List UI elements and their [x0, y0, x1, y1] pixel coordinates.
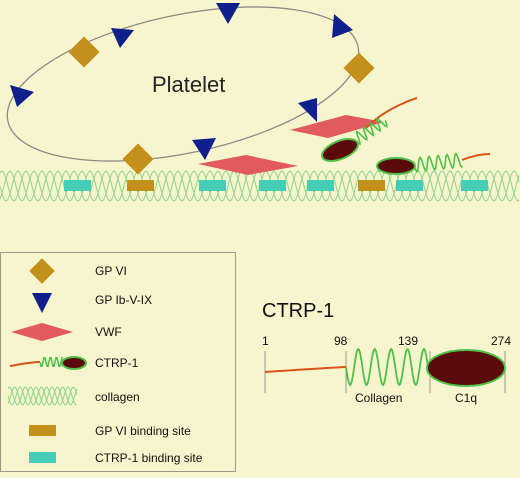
ctrp1-binding-site	[64, 180, 91, 191]
ctrp1-binding-site	[396, 180, 423, 191]
ctrp1-head	[321, 138, 359, 162]
ctrp1-c1q-domain	[426, 349, 506, 387]
ctrp1-molecule	[321, 97, 418, 162]
legend-label: GP VI binding site	[95, 424, 191, 438]
vwf-molecule	[290, 115, 384, 138]
ctrp1-helix	[354, 117, 388, 146]
legend-label: collagen	[95, 390, 140, 404]
gpib-receptors	[10, 3, 353, 160]
legend-box	[0, 252, 236, 472]
gpib-receptor	[111, 28, 134, 48]
legend-gpib-icon	[32, 293, 52, 313]
legend-label: GP Ib-V-IX	[95, 293, 152, 307]
position-label: 139	[398, 334, 418, 348]
gpvi-binding-site	[358, 180, 385, 191]
legend-vwf-icon	[11, 323, 73, 341]
platelet-outline	[6, 6, 360, 162]
ctrp1-domain-map: CTRP-1 1 98 139 274 Collagen C1q	[262, 300, 511, 405]
legend: GP VI GP Ib-V-IX VWF CTRP-1 collagen GP …	[7, 258, 203, 465]
gpib-receptor	[192, 138, 216, 160]
ctrp1-binding-site	[461, 180, 488, 191]
vwf-molecule	[198, 155, 298, 175]
position-label: 1	[262, 334, 269, 348]
legend-ctrp1-icon	[9, 356, 87, 370]
legend-ctrp1-site-icon	[29, 452, 56, 463]
gpvi-receptor	[343, 52, 375, 84]
legend-collagen-strand	[7, 386, 78, 406]
domain-label: Collagen	[355, 391, 402, 405]
legend-label: CTRP-1 binding site	[95, 451, 203, 465]
gpib-receptor	[332, 14, 353, 38]
domain-map-title: CTRP-1	[262, 300, 334, 322]
domain-label: C1q	[455, 391, 477, 405]
ctrp1-collagen-domain	[345, 347, 429, 387]
gpib-receptor	[10, 85, 34, 107]
ctrp1-tail-domain	[264, 366, 347, 373]
gpvi-receptor	[68, 36, 100, 68]
gpvi-receptor	[122, 143, 154, 175]
legend-collagen-icon	[7, 386, 78, 406]
legend-gpvi-site-icon	[29, 425, 56, 436]
gpib-receptor	[216, 3, 240, 24]
gpib-receptor	[298, 98, 317, 122]
legend-collagen-strand	[7, 386, 78, 406]
ctrp1-binding-site	[307, 180, 334, 191]
position-label: 274	[491, 334, 511, 348]
platelet-label: Platelet	[152, 72, 225, 97]
ctrp1-binding-site	[259, 180, 286, 191]
ctrp1-molecule	[376, 152, 491, 175]
ctrp1-helix	[413, 152, 463, 173]
vwf-molecules	[198, 115, 384, 175]
ctrp1-tail	[461, 153, 491, 161]
ctrp1-binding-site	[199, 180, 226, 191]
legend-label: GP VI	[95, 264, 127, 278]
legend-gpvi-icon	[29, 258, 55, 284]
binding-sites	[64, 180, 488, 191]
ctrp1-head	[376, 157, 416, 175]
gpvi-binding-site	[127, 180, 154, 191]
legend-label: VWF	[95, 325, 122, 339]
position-label: 98	[334, 334, 348, 348]
legend-label: CTRP-1	[95, 356, 139, 370]
